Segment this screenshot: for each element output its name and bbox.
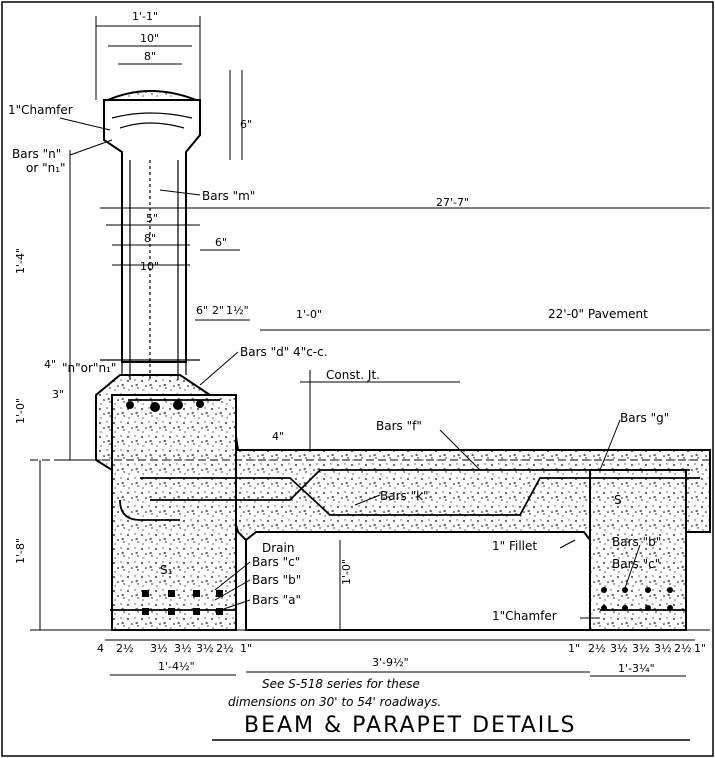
label-drain: Drain [262, 541, 294, 555]
dim-1-bottom: 1" [240, 642, 252, 655]
dim-6-cap: 6" [240, 118, 252, 131]
dim-2-r2: 2½ [674, 642, 692, 655]
dim-3-a: 3½ [150, 642, 168, 655]
label-bars-b-right: Bars "b" [612, 535, 661, 549]
dim-1-1: 1'-1" [132, 10, 158, 23]
label-s1: S₁ [160, 563, 173, 577]
label-bars-m: Bars "m" [202, 189, 255, 203]
dim-4-bottom: 4 [97, 642, 104, 655]
dim-10: 10" [140, 32, 159, 45]
dim-2-c: 2½ [216, 642, 234, 655]
dim-3-c: 3½ [196, 642, 214, 655]
label-bars-n: Bars "n" [12, 147, 61, 161]
dimension-text: 1'-1" 10" 8" 27'-7" 5" 8" 10" 6" 6" 2" 1… [14, 10, 706, 675]
note-roadways: dimensions on 30' to 54' roadways. [228, 695, 441, 709]
dim-1-0-left: 1'-0" [14, 398, 27, 424]
label-or-n1: or "n₁" [26, 161, 66, 175]
dim-1-r1: 1" [568, 642, 580, 655]
label-bars-c: Bars "c" [252, 555, 300, 569]
dimension-lines [30, 16, 710, 677]
leader-lines [59, 117, 641, 619]
parapet-lines [100, 112, 200, 380]
dim-1-2: 1½" [226, 304, 249, 317]
dim-2: 2" [212, 304, 224, 317]
dim-10b: 10" [140, 260, 159, 273]
label-bars-c-right: Bars "c" [612, 557, 660, 571]
dim-3-r1: 3½ [610, 642, 628, 655]
label-text: 1"Chamfer Bars "n" or "n₁" Bars "m" 22'-… [8, 103, 669, 623]
label-const-jt: Const. Jt. [326, 368, 380, 382]
dim-4-parapet: 4" [272, 430, 284, 443]
label-n-or-n1: "n"or"n₁" [62, 361, 116, 375]
dim-6-2: 6" [196, 304, 208, 317]
dim-8: 8" [144, 50, 156, 63]
dim-1-8: 1'-8" [14, 538, 27, 564]
dim-3-b: 3½ [174, 642, 192, 655]
label-bars-f: Bars "f" [376, 419, 422, 433]
drawing-title: BEAM & PARAPET DETAILS [244, 713, 576, 738]
dim-3-95: 3'-9½" [372, 656, 409, 669]
label-bars-g: Bars "g" [620, 411, 669, 425]
dim-27-7: 27'-7" [436, 196, 469, 209]
label-fillet: 1" Fillet [492, 539, 537, 553]
bar-dots [126, 400, 673, 615]
dim-8b: 8" [144, 232, 156, 245]
dim-1-45: 1'-4½" [158, 660, 195, 673]
dim-5: 5" [146, 212, 158, 225]
dim-1-0-inner: 1'-0" [340, 559, 353, 585]
label-s: S [614, 493, 622, 507]
label-bars-k: Bars "k" [380, 489, 429, 503]
dim-1-r2: 1" [694, 642, 706, 655]
dim-1-4: 1'-4" [14, 248, 27, 274]
dim-3-r3: 3½ [654, 642, 672, 655]
note-see-series: See S-518 series for these [262, 677, 420, 691]
dim-3: 3" [52, 388, 64, 401]
dim-4-left: 4" [44, 358, 56, 371]
dim-2-r: 2½ [588, 642, 606, 655]
label-bars-d: Bars "d" 4"c-c. [240, 345, 328, 359]
label-chamfer-top: 1"Chamfer [8, 103, 73, 117]
label-bars-b: Bars "b" [252, 573, 301, 587]
dim-3-r2: 3½ [632, 642, 650, 655]
label-bars-a: Bars "a" [252, 593, 301, 607]
concrete-section [95, 90, 711, 631]
dim-1-34: 1'-3¼" [618, 662, 655, 675]
label-chamfer-bottom: 1"Chamfer [492, 609, 557, 623]
dim-6: 6" [215, 236, 227, 249]
dim-2-bottom: 2½ [116, 642, 134, 655]
dim-1-0-top: 1'-0" [296, 308, 322, 321]
label-pavement: 22'-0" Pavement [548, 307, 648, 321]
